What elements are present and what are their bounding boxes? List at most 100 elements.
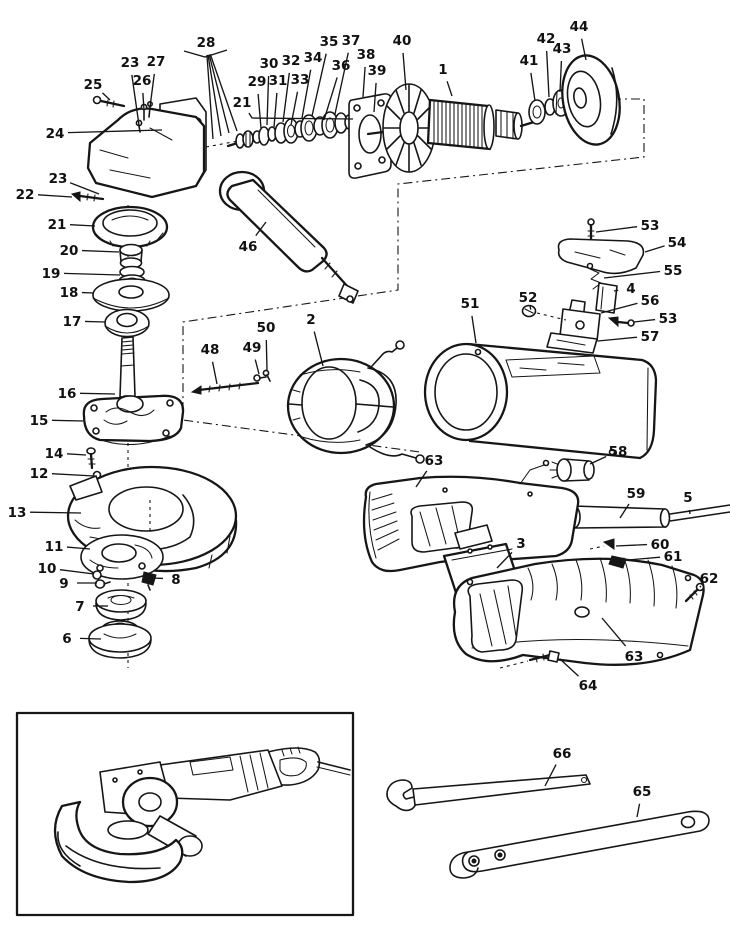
callout-32: 32 — [282, 53, 301, 123]
assembled-grinder-inset — [15, 711, 355, 917]
part-number-53: 53 — [641, 218, 660, 234]
callout-14: 14 — [45, 446, 87, 462]
part-number-66: 66 — [553, 746, 572, 762]
gearbox-housing — [86, 107, 206, 199]
side-handle — [218, 170, 359, 304]
spindle-shaft — [119, 336, 136, 405]
handle-screws — [499, 538, 705, 669]
part-number-21: 21 — [48, 217, 67, 233]
part-number-46: 46 — [239, 239, 258, 255]
callout-41: 41 — [520, 53, 538, 102]
part-number-22: 22 — [16, 187, 35, 203]
callout-22: 22 — [16, 187, 73, 203]
part-number-8: 8 — [171, 572, 180, 588]
part-number-15: 15 — [30, 413, 49, 429]
part-number-52: 52 — [519, 290, 538, 306]
part-number-60: 60 — [651, 537, 670, 553]
part-number-33: 33 — [291, 72, 310, 88]
part-number-4: 4 — [626, 281, 635, 297]
part-number-43: 43 — [553, 41, 572, 57]
part-number-11: 11 — [45, 539, 64, 555]
part-number-35: 35 — [320, 34, 339, 50]
inner-flange — [95, 589, 147, 621]
part-number-57: 57 — [641, 329, 660, 345]
part-number-32: 32 — [282, 53, 301, 69]
callout-27: 27 — [147, 54, 165, 108]
handle-shell-lower — [452, 557, 705, 666]
callout-6: 6 — [62, 631, 102, 647]
callout-29: 29 — [248, 74, 266, 129]
part-number-59: 59 — [627, 486, 646, 502]
callout-66: 66 — [544, 746, 572, 787]
callout-53: 53 — [633, 311, 678, 327]
callout-3: 3 — [496, 536, 526, 569]
callout-60: 60 — [615, 537, 670, 553]
part-number-39: 39 — [368, 63, 387, 79]
callout-17: 17 — [63, 314, 106, 330]
part-number-9: 9 — [59, 576, 68, 592]
callout-59: 59 — [619, 486, 646, 519]
part-number-23: 23 — [49, 171, 68, 187]
part-number-10: 10 — [38, 561, 57, 577]
part-number-14: 14 — [45, 446, 64, 462]
part-number-30: 30 — [260, 56, 279, 72]
part-number-50: 50 — [257, 320, 276, 336]
part-number-62: 62 — [700, 571, 719, 587]
callout-53: 53 — [595, 218, 660, 234]
part-number-31: 31 — [269, 73, 288, 89]
part-number-37: 37 — [342, 33, 361, 49]
part-number-7: 7 — [75, 599, 84, 615]
spindle-spacer — [119, 243, 143, 269]
clamp-screws — [92, 570, 157, 591]
spindle-bearing — [104, 308, 150, 338]
callout-48: 48 — [201, 342, 219, 385]
callout-21: 21 — [233, 95, 354, 120]
open-end-wrench — [386, 774, 591, 812]
part-number-65: 65 — [633, 784, 652, 800]
bearing-plate — [348, 93, 392, 179]
callout-57: 57 — [597, 329, 660, 345]
callout-16: 16 — [58, 386, 116, 402]
field-coil — [286, 340, 425, 464]
part-number-2: 2 — [306, 312, 315, 328]
part-number-55: 55 — [664, 263, 683, 279]
part-number-16: 16 — [58, 386, 77, 402]
callout-8: 8 — [151, 572, 181, 588]
clamp-flange — [561, 54, 621, 146]
motor-housing — [423, 342, 658, 460]
part-number-63: 63 — [425, 453, 444, 469]
large-washer — [92, 278, 170, 312]
callout-23: 23 — [49, 171, 100, 195]
part-number-54: 54 — [668, 235, 687, 251]
callout-layer: 1234567891011121314151617181920212122232… — [8, 19, 719, 818]
part-number-13: 13 — [8, 505, 27, 521]
pin-spanner — [449, 810, 710, 879]
part-number-3: 3 — [516, 536, 525, 552]
callout-5: 5 — [683, 490, 693, 515]
spindle-washer-train — [226, 111, 354, 149]
part-number-1: 1 — [438, 62, 447, 78]
part-number-53: 53 — [659, 311, 678, 327]
bearing-flange-plate — [82, 394, 185, 446]
callout-37: 37 — [334, 33, 361, 115]
callout-25: 25 — [84, 77, 111, 101]
part-number-49: 49 — [243, 340, 262, 356]
callout-63: 63 — [415, 453, 444, 488]
callout-1: 1 — [438, 62, 453, 97]
callout-28: 28 — [183, 35, 238, 140]
callout-24: 24 — [46, 126, 163, 142]
part-number-19: 19 — [42, 266, 61, 282]
callout-34: 34 — [301, 50, 322, 119]
flange-screw — [86, 447, 96, 470]
part-number-36: 36 — [332, 58, 351, 74]
callout-39: 39 — [368, 63, 387, 113]
callout-62: 62 — [699, 571, 719, 588]
armature-bearing — [528, 99, 546, 125]
callout-21: 21 — [48, 217, 96, 233]
callout-23: 23 — [121, 55, 140, 126]
callout-43: 43 — [553, 41, 572, 93]
part-number-18: 18 — [60, 285, 79, 301]
part-number-6: 6 — [62, 631, 71, 647]
part-number-26: 26 — [133, 73, 152, 89]
